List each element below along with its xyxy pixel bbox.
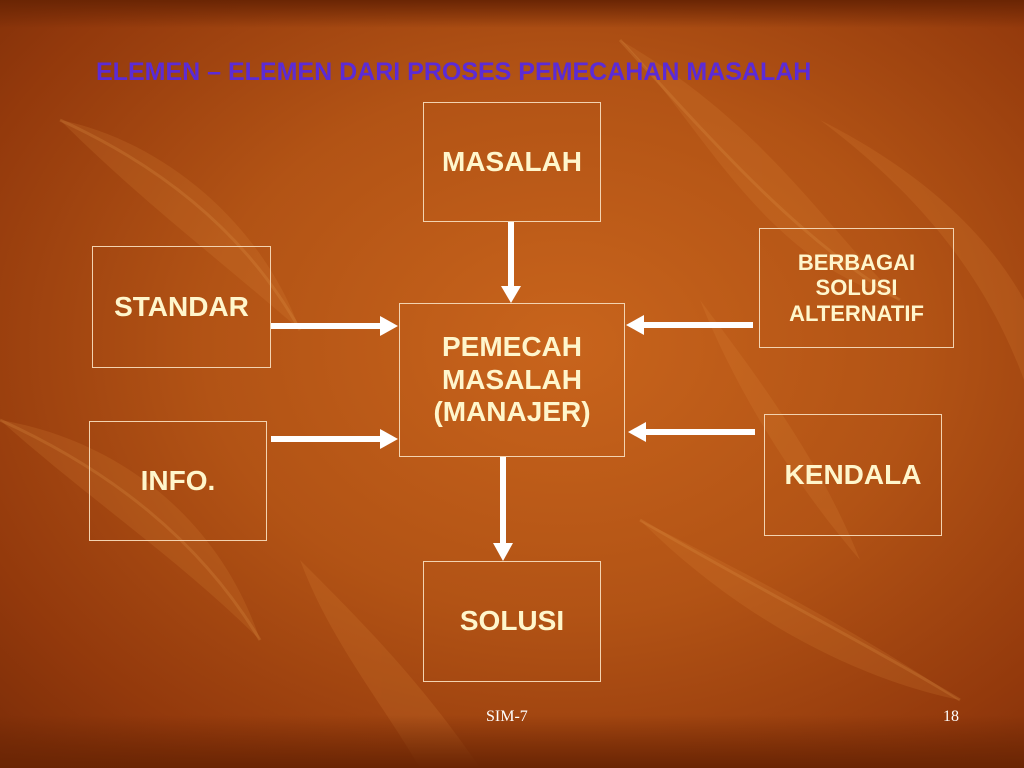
page-number: 18	[943, 708, 959, 725]
box-masalah: MASALAH	[423, 102, 601, 222]
box-solusi-alternatif-label: BERBAGAI SOLUSI ALTERNATIF	[789, 249, 924, 326]
slide-title: ELEMEN – ELEMEN DARI PROSES PEMECAHAN MA…	[96, 58, 812, 86]
box-kendala-label: KENDALA	[784, 459, 922, 490]
box-info-label: INFO.	[140, 464, 216, 496]
arrow-info-to-pemecah	[271, 429, 398, 449]
box-standar: STANDAR	[92, 246, 271, 368]
box-solusi-alternatif: BERBAGAI SOLUSI ALTERNATIF	[759, 228, 954, 348]
box-solusi: SOLUSI	[423, 561, 601, 682]
bottom-shade	[0, 715, 1024, 768]
arrow-kendala-to-pemecah	[628, 422, 755, 442]
box-kendala: KENDALA	[764, 414, 942, 536]
arrow-masalah-to-pemecah	[501, 222, 521, 303]
box-solusi-label: SOLUSI	[459, 605, 565, 637]
box-info: INFO.	[89, 421, 267, 541]
top-shade	[0, 0, 1024, 28]
arrow-standar-to-pemecah	[271, 316, 398, 336]
footer-label: SIM-7	[486, 708, 528, 725]
arrow-alternatif-to-pemecah	[626, 315, 753, 335]
box-masalah-label: MASALAH	[442, 145, 582, 177]
box-pemecah-masalah-label: PEMECAH MASALAH (MANAJER)	[433, 331, 591, 428]
box-pemecah-masalah: PEMECAH MASALAH (MANAJER)	[399, 303, 625, 457]
box-standar-label: STANDAR	[114, 290, 249, 322]
arrow-pemecah-to-solusi	[493, 457, 513, 561]
